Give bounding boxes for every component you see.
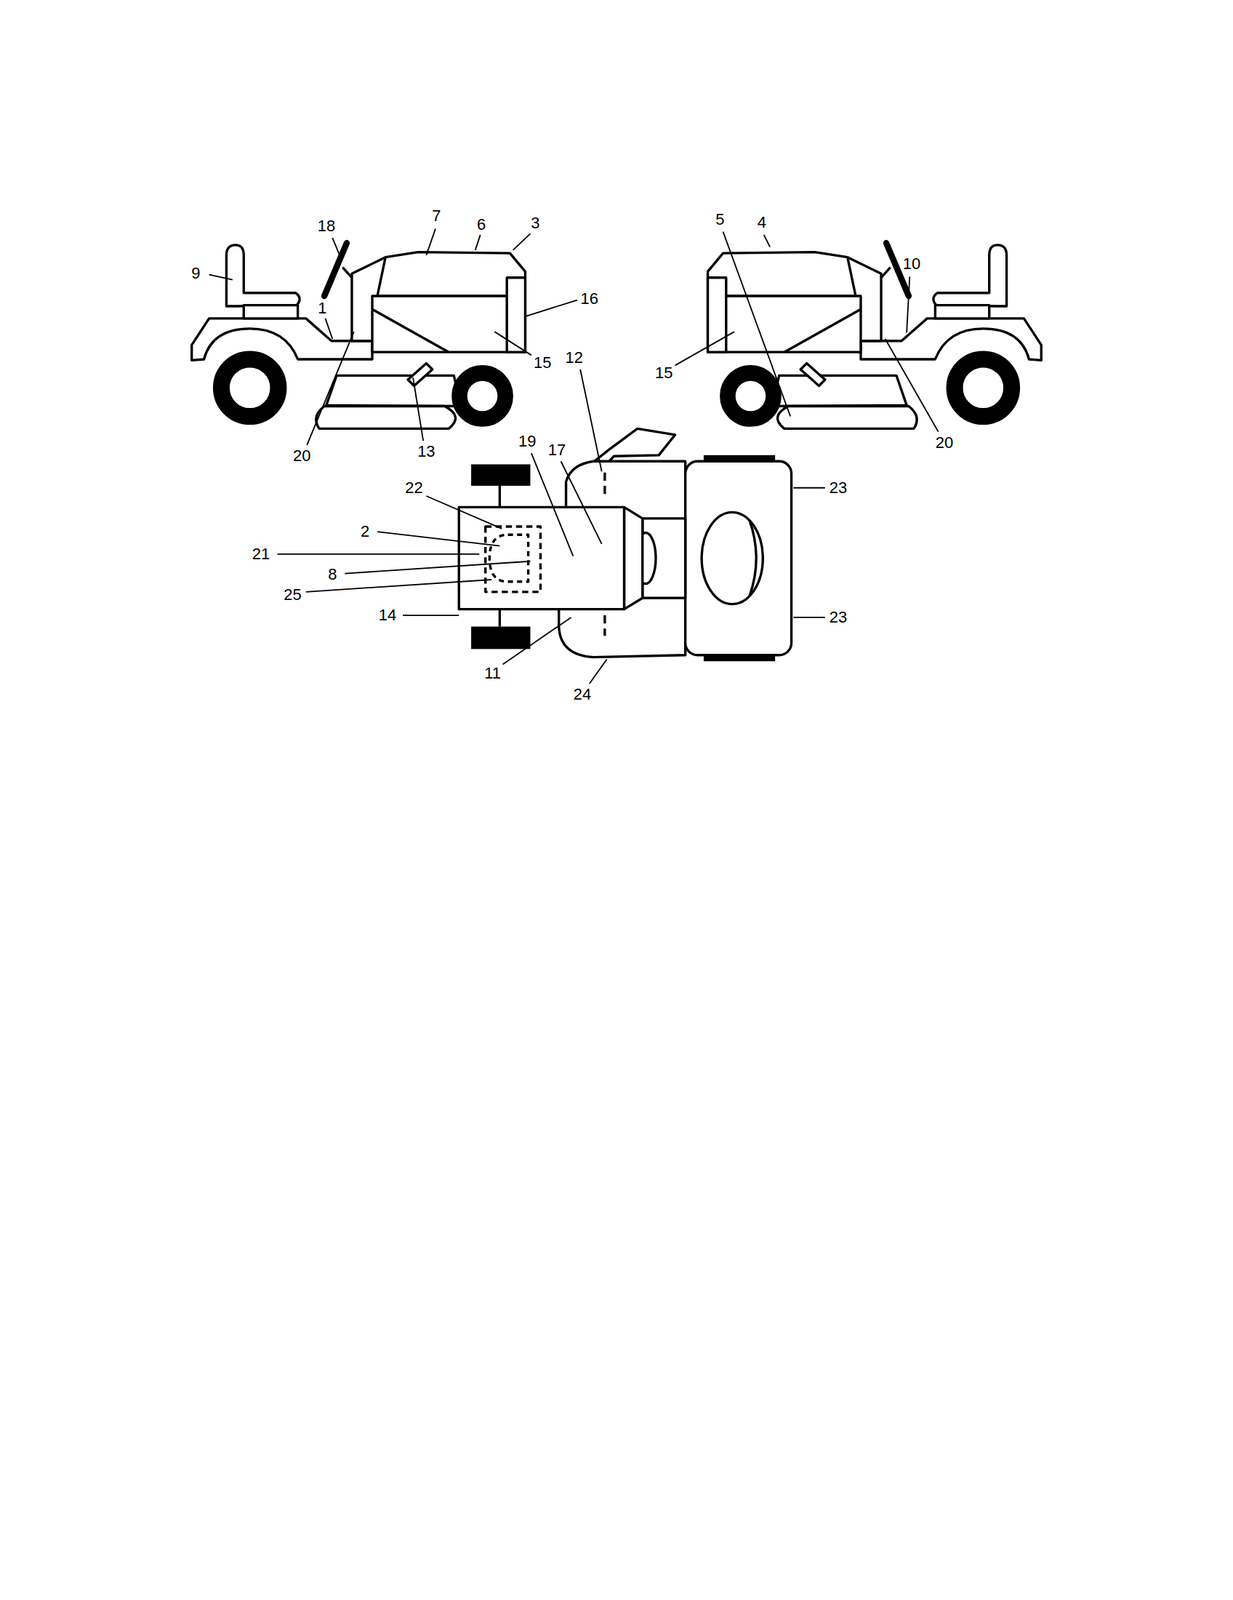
callout-number: 13 [417,443,435,460]
callout-number: 6 [476,216,486,233]
callout-number: 1 [317,300,327,317]
callout-number: 3 [530,215,540,232]
callout-number: 15 [533,354,552,371]
callout-number: 15 [655,364,673,381]
callout-number: 9 [191,265,200,282]
callout-number: 11 [484,665,501,682]
callout-number: 17 [548,442,566,459]
callout-number: 7 [431,207,441,224]
callout-number: 2 [360,523,370,540]
callout-number: 20 [935,434,954,451]
callout-number: 24 [573,686,592,703]
callout-number: 8 [327,566,337,583]
callout-number: 23 [829,609,847,626]
callout-number: 18 [317,218,336,235]
callout-number: 22 [404,479,423,496]
callout-number: 20 [292,447,311,464]
callout-number: 10 [902,255,921,272]
callout-number: 12 [565,349,584,366]
callout-number: 19 [518,433,536,450]
callout-number: 21 [252,545,270,562]
callout-number: 16 [580,290,599,307]
callout-number: 23 [829,479,847,496]
leader-lines [209,228,939,684]
callout-number: 25 [283,586,301,603]
callout-number: 4 [757,214,767,231]
callout-number: 14 [378,607,397,624]
callout-number: 5 [715,211,725,228]
